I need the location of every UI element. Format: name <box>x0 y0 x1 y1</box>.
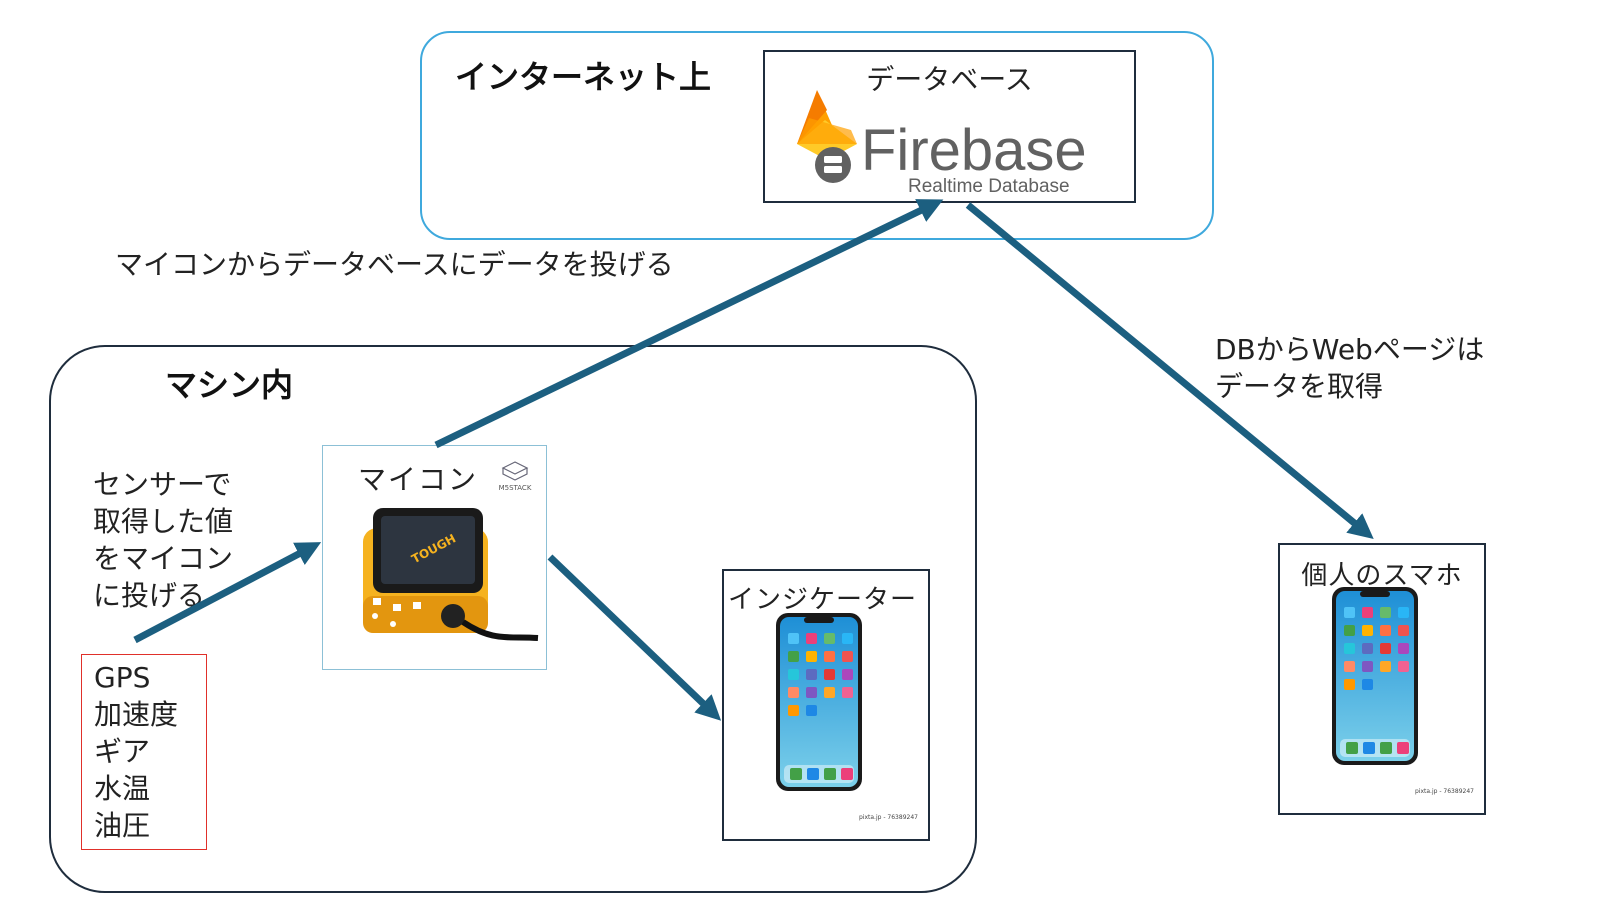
app-icon <box>1380 607 1391 618</box>
sensor-note: センサーで取得した値をマイコンに投げる <box>93 468 234 612</box>
app-icon <box>1380 643 1391 654</box>
app-icon <box>1398 625 1409 636</box>
app-icon <box>806 633 817 644</box>
sensor-item: GPS <box>94 661 151 694</box>
web-fetch-note: DBからWebページは データを取得 <box>1215 331 1484 405</box>
app-icon <box>806 669 817 680</box>
web-fetch-note-line: DBからWebページは <box>1215 333 1485 366</box>
database-label: データベース <box>866 63 1033 96</box>
dock-icon <box>1363 742 1375 754</box>
app-icon <box>788 633 799 644</box>
machine-region-title: マシン内 <box>165 366 294 404</box>
app-icon <box>1362 607 1373 618</box>
app-icon <box>1362 661 1373 672</box>
sensor-item: 水温 <box>94 772 151 805</box>
app-icon <box>806 705 817 716</box>
m5stack-logo: M5STACK <box>495 460 535 492</box>
app-icon <box>1344 607 1355 618</box>
firebase-wordmark: Firebase <box>861 118 1087 183</box>
indicator-label: インジケーター <box>728 585 918 615</box>
app-icon <box>1380 661 1391 672</box>
app-icon <box>806 651 817 662</box>
app-icon <box>842 633 853 644</box>
phone-notch <box>804 617 834 623</box>
smartphone-image <box>1332 587 1418 765</box>
sensor-list-box: GPS 加速度 ギア 水温 油圧 <box>81 654 207 850</box>
app-icon <box>806 687 817 698</box>
internet-region-title: インターネット上 <box>455 58 712 96</box>
app-icon <box>842 669 853 680</box>
dock-icon <box>807 768 819 780</box>
app-icon <box>788 687 799 698</box>
database-icon <box>815 147 851 183</box>
app-icon <box>1398 607 1409 618</box>
app-icon <box>842 651 853 662</box>
dock-icon <box>1397 742 1409 754</box>
dock-icon <box>1346 742 1358 754</box>
app-icon <box>1398 643 1409 654</box>
smartphone-label: 個人のスマホ <box>1301 561 1463 591</box>
smartphone-image <box>776 613 862 791</box>
app-icon <box>1362 625 1373 636</box>
sensor-item: 加速度 <box>94 698 179 731</box>
app-icon <box>788 669 799 680</box>
sensor-item: ギア <box>94 735 151 768</box>
m5stack-tough-device: TOUGH <box>363 508 539 641</box>
smartphone-node: 個人のスマホ pixta.jp - 76389247 <box>1278 543 1486 815</box>
m5stack-cube-icon <box>501 461 529 481</box>
app-icon <box>1344 661 1355 672</box>
dock-icon <box>824 768 836 780</box>
app-icon <box>1344 679 1355 690</box>
app-icon <box>1362 679 1373 690</box>
firebase-logo: Firebase Realtime Database <box>797 90 1087 197</box>
dock-icon <box>841 768 853 780</box>
database-node: データベース Firebase Realtime Database <box>763 50 1136 203</box>
app-icon <box>1398 661 1409 672</box>
app-icon <box>1362 643 1373 654</box>
indicator-node: インジケーター pixta.jp - 76389247 <box>722 569 930 841</box>
app-icon <box>824 669 835 680</box>
firebase-subtext: Realtime Database <box>908 176 1070 197</box>
app-icon <box>1380 625 1391 636</box>
microcontroller-node: マイコン M5STACK TOUGH <box>322 445 547 670</box>
phone-notch <box>1360 591 1390 597</box>
phone-screen <box>780 617 858 787</box>
dock-icon <box>1380 742 1392 754</box>
image-credit: pixta.jp - 76389247 <box>859 814 918 821</box>
microcontroller-label: マイコン <box>358 463 479 496</box>
upload-note: マイコンからデータベースにデータを投げる <box>115 248 674 281</box>
web-fetch-note-line: データを取得 <box>1215 370 1384 403</box>
app-icon <box>788 705 799 716</box>
image-credit: pixta.jp - 76389247 <box>1415 788 1474 795</box>
app-icon <box>824 633 835 644</box>
app-icon <box>1344 625 1355 636</box>
sensor-item: 油圧 <box>94 809 151 842</box>
app-icon <box>824 651 835 662</box>
app-icon <box>842 687 853 698</box>
dock-icon <box>790 768 802 780</box>
m5stack-brand: M5STACK <box>498 484 532 492</box>
app-icon <box>1344 643 1355 654</box>
phone-screen <box>1336 591 1414 761</box>
app-icon <box>788 651 799 662</box>
app-icon <box>824 687 835 698</box>
